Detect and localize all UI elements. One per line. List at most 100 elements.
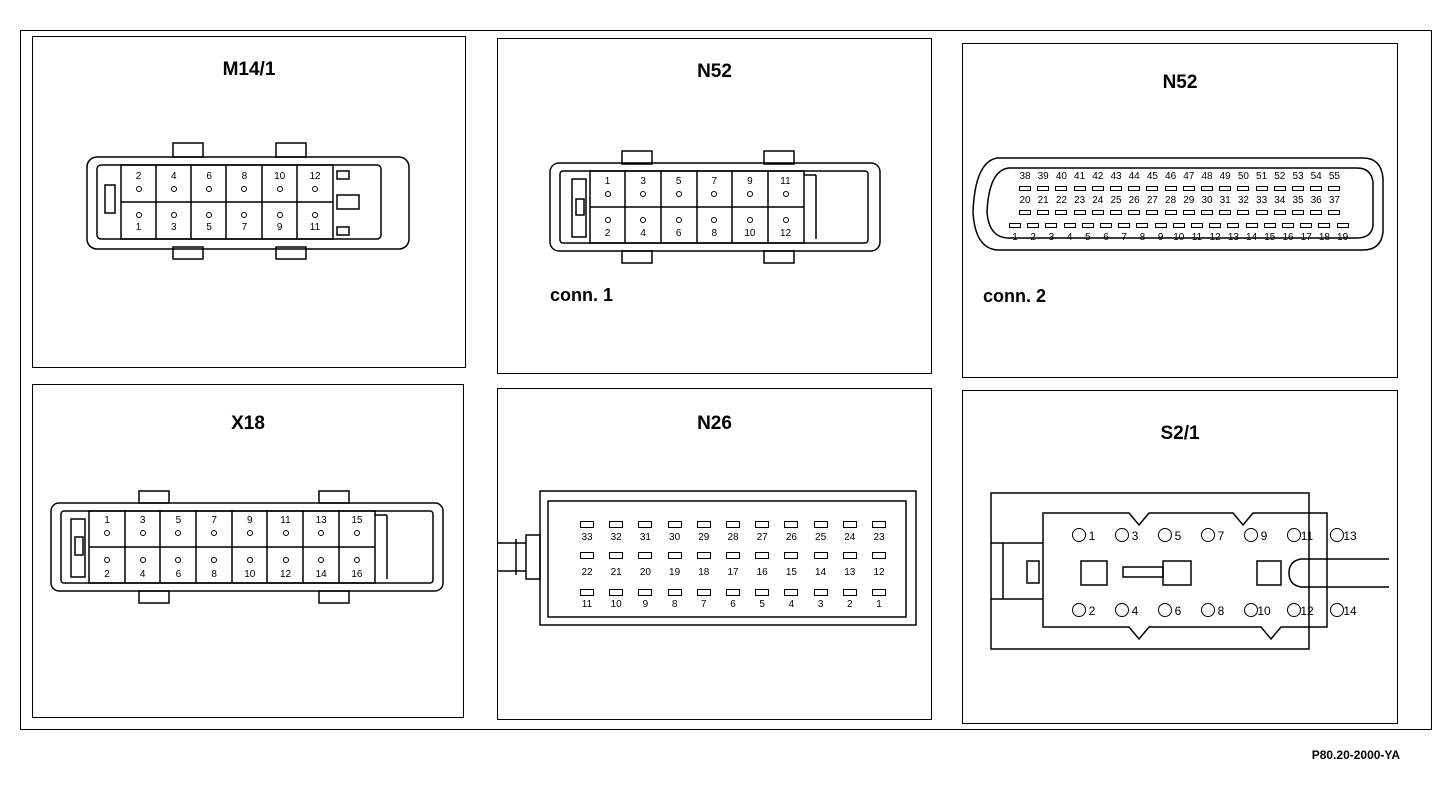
pin-number: 5 — [175, 515, 182, 526]
pin-number: 29 — [1183, 195, 1195, 206]
pin-number: 16 — [1282, 232, 1294, 243]
pin-slot-icon — [784, 520, 799, 528]
pin-number: 43 — [1110, 171, 1122, 182]
pin-number: 23 — [1074, 195, 1086, 206]
pin-number: 27 — [756, 532, 768, 543]
pin-number: 10 — [610, 599, 622, 610]
pin-number: 32 — [1237, 195, 1249, 206]
pin-number: 37 — [1328, 195, 1340, 206]
pin-socket-icon — [640, 191, 647, 197]
pin-socket-icon — [211, 557, 218, 563]
pin-number: 1 — [135, 222, 142, 233]
pin-socket-icon — [746, 217, 753, 223]
pin-slot-icon — [726, 551, 740, 559]
pin-slot-icon — [667, 551, 682, 559]
pin-socket-icon — [1072, 528, 1086, 542]
pin-socket-icon — [170, 212, 177, 218]
pin-number: 27 — [1146, 195, 1158, 206]
pin-number: 5 — [675, 176, 682, 187]
pin-socket-icon — [1201, 528, 1215, 542]
pin-number: 19 — [1337, 232, 1349, 243]
pin-number: 2 — [1030, 232, 1036, 243]
pin-number: 1 — [1088, 529, 1096, 543]
pin-slot-icon — [813, 520, 828, 528]
pin-number: 12 — [779, 228, 792, 239]
pin-slot-icon — [1318, 222, 1331, 228]
pin-number: 4 — [139, 569, 146, 580]
pin-number: 44 — [1128, 171, 1140, 182]
pin-socket-icon — [1330, 528, 1344, 542]
pin-slot-icon — [580, 551, 594, 559]
pin-number: 8 — [1217, 604, 1225, 618]
pin-number: 3 — [171, 222, 177, 233]
pin-slot-icon — [1073, 185, 1086, 191]
pin-slot-icon — [784, 551, 799, 559]
pin-number: 28 — [727, 532, 739, 543]
pin-socket-icon — [135, 212, 142, 218]
pin-number: 42 — [1092, 171, 1104, 182]
pin-socket-icon — [139, 530, 146, 536]
pin-socket-icon — [282, 530, 289, 536]
pin-number: 15 — [1264, 232, 1276, 243]
pin-socket-icon — [782, 217, 789, 223]
pin-slot-icon — [842, 588, 857, 596]
pin-socket-icon — [353, 557, 360, 563]
pin-socket-icon — [746, 191, 753, 197]
pin-number: 3 — [1048, 232, 1055, 243]
pin-slot-icon — [1219, 185, 1232, 191]
pin-number: 6 — [675, 228, 682, 239]
pin-number: 4 — [788, 599, 795, 610]
pin-number: 6 — [175, 569, 182, 580]
pin-slot-icon — [1282, 222, 1294, 228]
pin-slot-icon — [755, 551, 770, 559]
pin-number: 18 — [1318, 232, 1330, 243]
pin-number: 38 — [1019, 171, 1031, 182]
pin-number: 26 — [785, 532, 797, 543]
pin-number: 31 — [1219, 195, 1231, 206]
pin-number: 22 — [581, 567, 593, 578]
pin-slot-icon — [1110, 185, 1122, 191]
pin-slot-icon — [1172, 222, 1185, 228]
pin-number: 14 — [1246, 232, 1258, 243]
pin-socket-icon — [675, 191, 682, 197]
pin-slot-icon — [1273, 209, 1286, 215]
pin-slot-icon — [667, 520, 682, 528]
pin-socket-icon — [246, 530, 253, 536]
pin-socket-icon — [711, 217, 718, 223]
pin-number: 13 — [1227, 232, 1239, 243]
pin-slot-icon — [1110, 209, 1122, 215]
pin-socket-icon — [175, 557, 182, 563]
pin-slot-icon — [1263, 222, 1276, 228]
pin-socket-icon — [246, 557, 253, 563]
pin-number: 8 — [1139, 232, 1146, 243]
pin-number: 20 — [639, 567, 651, 578]
pin-slot-icon — [1255, 209, 1268, 215]
pin-slot-icon — [1055, 209, 1068, 215]
pin-slot-icon — [1091, 209, 1104, 215]
pin-slot-icon — [609, 520, 624, 528]
pin-slot-icon — [1255, 185, 1268, 191]
pin-number: 9 — [642, 599, 649, 610]
pin-slot-icon — [755, 520, 770, 528]
pin-number: 54 — [1310, 171, 1322, 182]
pin-socket-icon — [353, 530, 360, 536]
connector-label: conn. 2 — [983, 286, 1047, 306]
pin-slot-icon — [696, 551, 711, 559]
pin-socket-icon — [276, 212, 283, 218]
connector-label: conn. 1 — [550, 285, 614, 305]
pin-socket-icon — [318, 530, 325, 536]
pin-number: 12 — [279, 569, 292, 580]
pin-number: 19 — [669, 567, 681, 578]
pin-number: 26 — [1128, 195, 1140, 206]
pin-slot-icon — [638, 551, 653, 559]
pin-slot-icon — [1128, 185, 1141, 191]
pin-slot-icon — [842, 520, 857, 528]
pin-number: 55 — [1328, 171, 1340, 182]
pin-slot-icon — [1273, 185, 1286, 191]
pin-number: 3 — [139, 515, 146, 526]
pin-number: 16 — [351, 569, 363, 580]
